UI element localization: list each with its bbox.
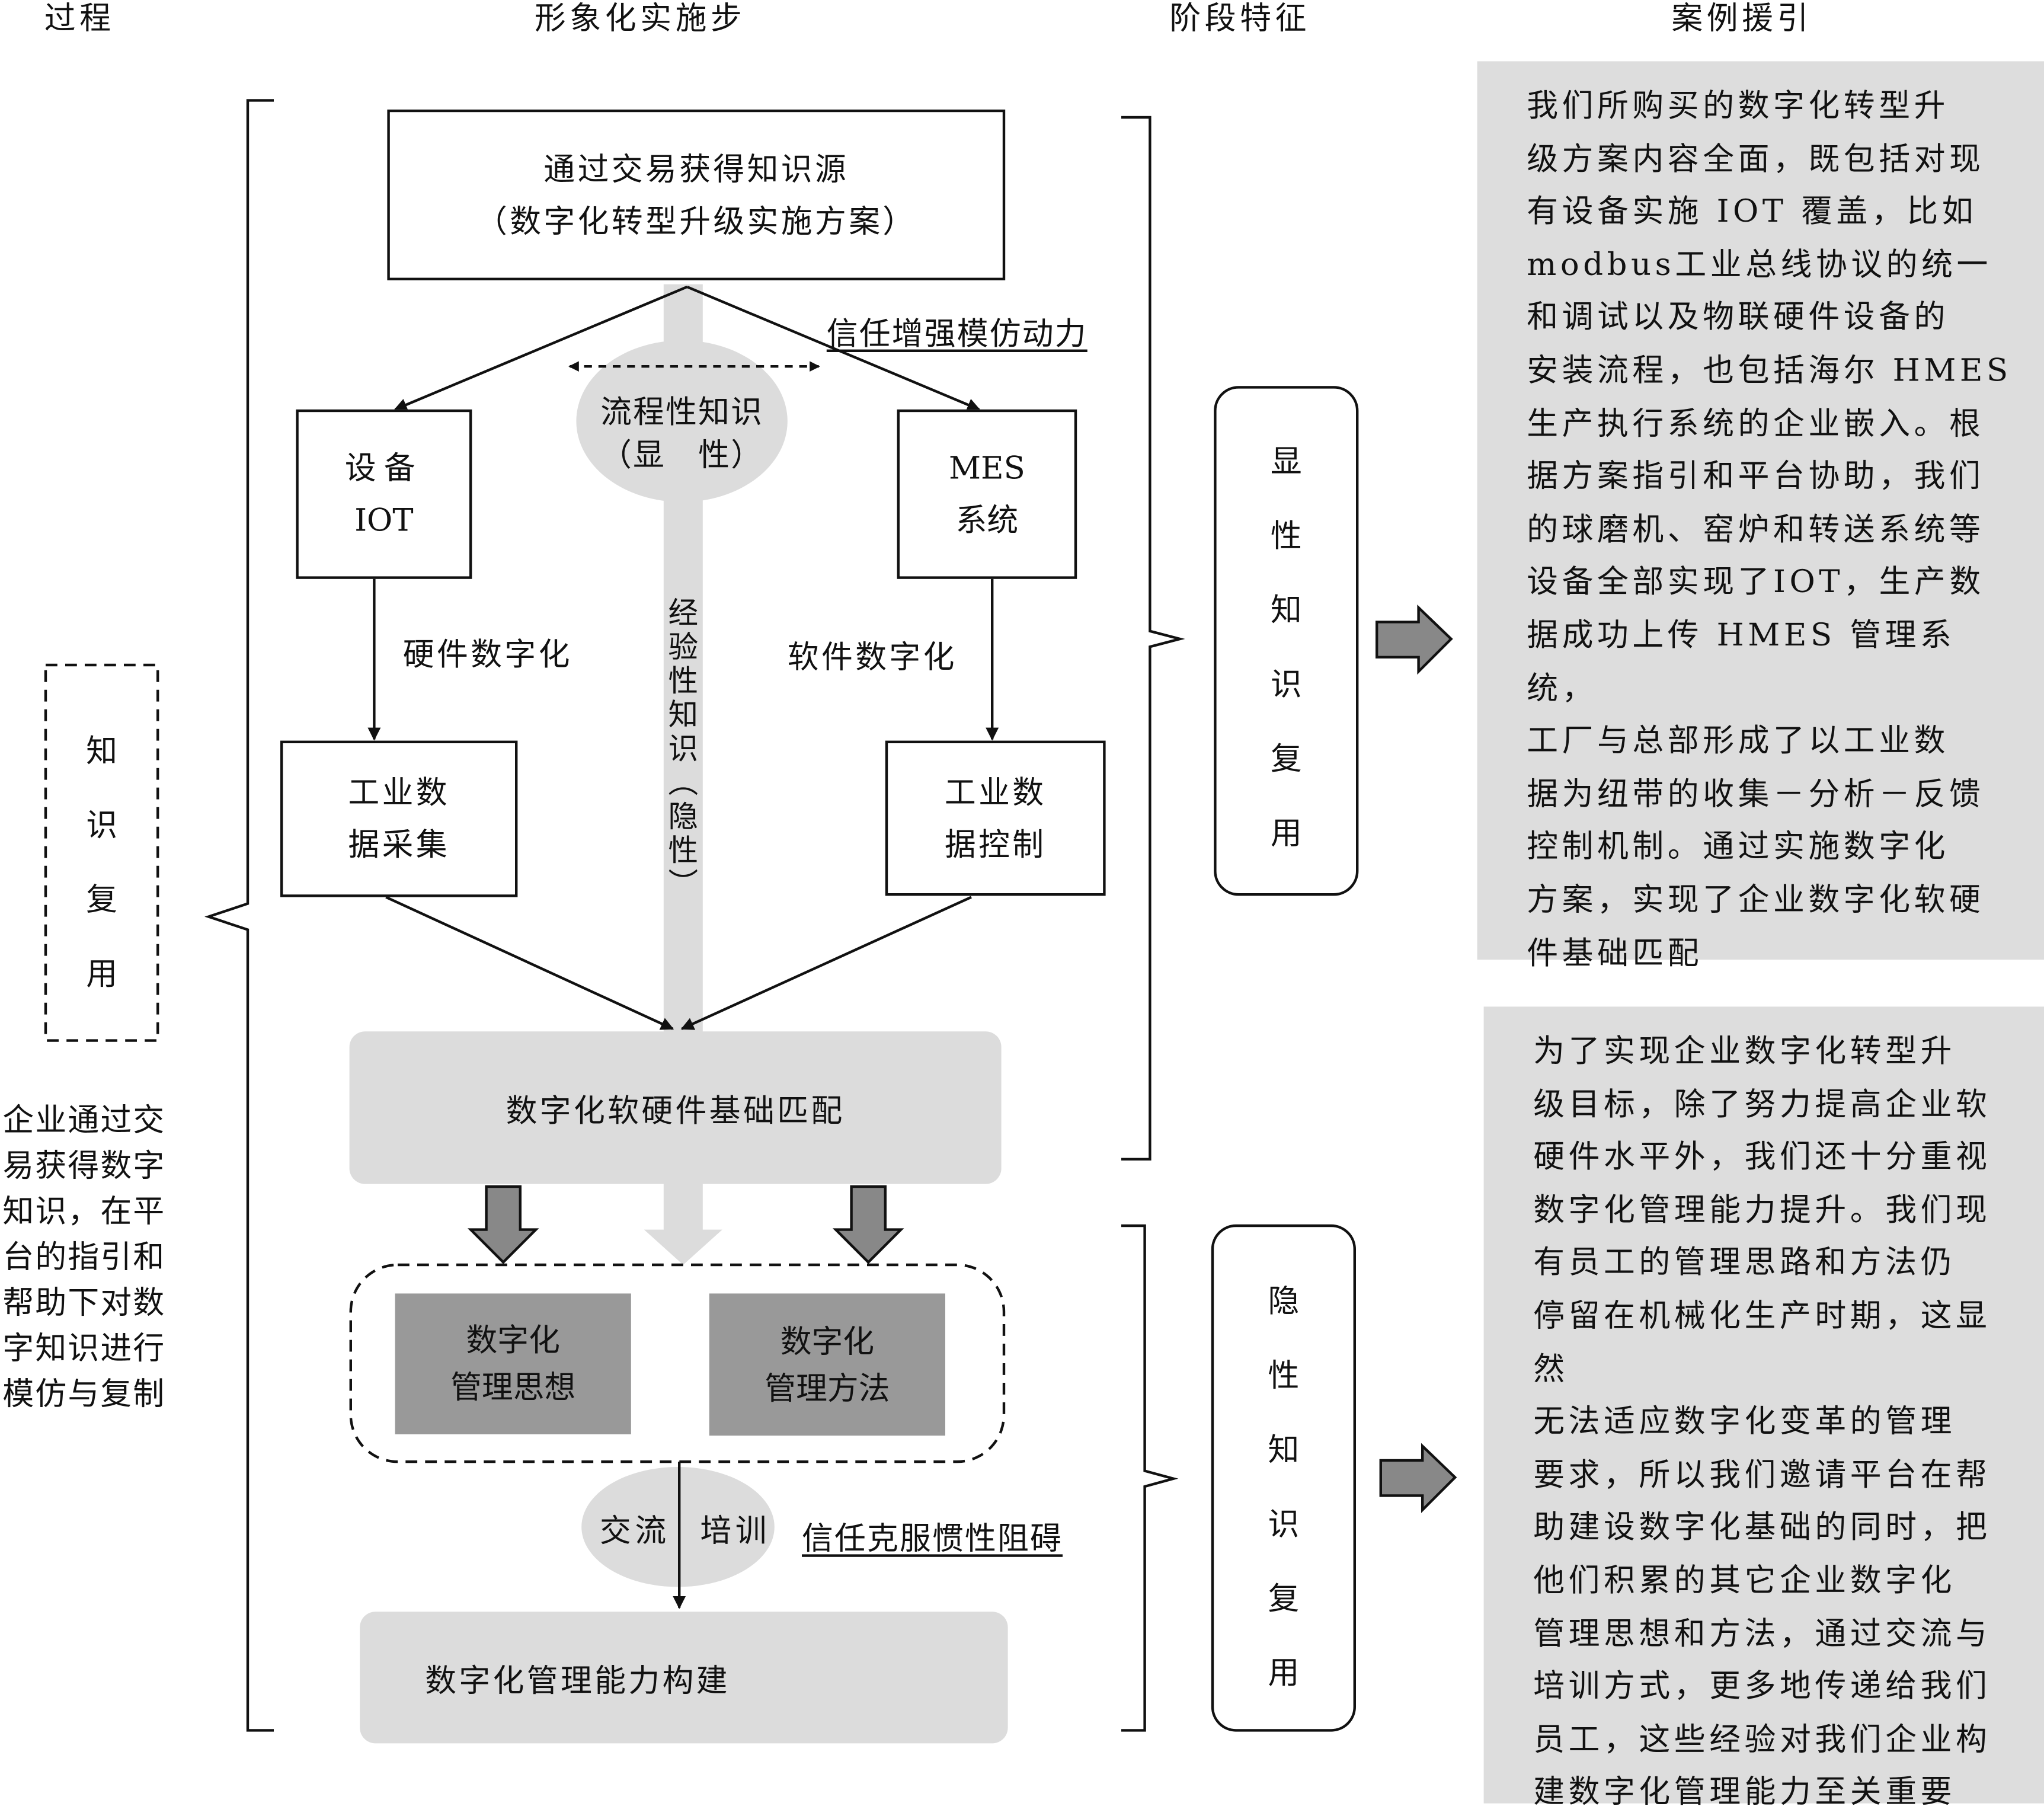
exchange-label: 交流	[600, 1513, 670, 1549]
block-arrow-right-lower	[1379, 1443, 1457, 1513]
tacit-char-5: 复	[1268, 1580, 1300, 1617]
right-brace-upper	[1121, 116, 1185, 1161]
exp-char-3: 性	[668, 665, 699, 699]
case-panel-2: 为了实现企业数字化转型升 级目标，除了努力提高企业软 硬件水平外，我们还十分重视…	[1483, 1006, 2044, 1810]
case-panel-1: 我们所购买的数字化转型升 级方案内容全面，既包括对现 有设备实施 IOT 覆盖，…	[1477, 61, 2044, 971]
tacit-char-6: 用	[1268, 1654, 1300, 1692]
process-knowledge-line2: （显 性）	[600, 437, 764, 474]
data-control-line1: 工业数	[944, 773, 1047, 811]
exp-char-2: 验	[668, 631, 699, 665]
explicit-reuse-label: 显 性 知 识 复 用	[1215, 425, 1357, 871]
base-match-box: 数字化软硬件基础匹配	[349, 1031, 1002, 1184]
mgmt-thought-line2: 管理思想	[450, 1369, 576, 1406]
block-arrow-right	[832, 1185, 904, 1264]
experience-band-arrowhead	[644, 1229, 722, 1265]
header-steps: 形象化实施步	[535, 0, 746, 37]
explicit-reuse-box	[1214, 386, 1359, 896]
experience-band-lower	[663, 1180, 703, 1232]
process-description: 企业通过交 易获得数字 知识，在平 台的指引和 帮助下对数 字知识进行 模仿与复…	[2, 1102, 166, 1412]
explicit-char-2: 性	[1270, 517, 1302, 554]
explicit-char-5: 复	[1270, 740, 1302, 778]
reuse-char-3: 复	[86, 881, 117, 918]
mes-system-line1: MES	[948, 450, 1025, 487]
hardware-digital-label: 硬件数字化	[402, 636, 572, 673]
arrow-control-to-base	[680, 896, 972, 1030]
process-knowledge-ellipse	[576, 340, 788, 502]
reuse-char-2: 识	[86, 807, 117, 844]
mes-system-line2: 系统	[955, 502, 1019, 539]
training-label: 培训	[700, 1513, 771, 1549]
exp-char-5: 识	[668, 733, 699, 767]
explicit-char-6: 用	[1270, 815, 1302, 852]
mes-system-box: MES 系统	[897, 409, 1077, 579]
knowledge-reuse-label: 知 识 复 用	[46, 715, 158, 1012]
exp-char-8: 性	[668, 835, 699, 869]
mgmt-capability-box: 数字化管理能力构建	[360, 1612, 1008, 1744]
data-control-line2: 据控制	[944, 826, 1047, 863]
block-arrow-left	[467, 1185, 539, 1264]
data-collection-line2: 据采集	[348, 826, 450, 864]
tacit-reuse-box	[1211, 1224, 1357, 1732]
right-brace-lower	[1121, 1224, 1179, 1732]
tacit-char-1: 隐	[1268, 1283, 1300, 1320]
exp-char-6: ︵	[668, 766, 699, 801]
data-collection-box: 工业数 据采集	[280, 740, 518, 897]
explicit-char-1: 显	[1270, 443, 1302, 480]
trust-enhance-label: 信任增强模仿动力	[826, 315, 1087, 352]
mgmt-dashed-group	[349, 1263, 1006, 1463]
tacit-char-3: 知	[1268, 1431, 1300, 1469]
data-control-box: 工业数 据控制	[885, 740, 1106, 896]
header-features: 阶段特征	[1169, 0, 1310, 37]
mgmt-method-line1: 数字化	[780, 1322, 875, 1360]
exp-char-7: 隐	[668, 800, 699, 835]
reuse-char-4: 用	[86, 955, 117, 993]
explicit-char-3: 知	[1270, 592, 1302, 629]
data-collection-line1: 工业数	[348, 774, 450, 811]
arrow-to-iot	[394, 285, 688, 411]
explicit-char-4: 识	[1270, 666, 1302, 703]
mgmt-thought-box: 数字化 管理思想	[395, 1293, 631, 1434]
reuse-char-1: 知	[86, 733, 117, 769]
tacit-char-4: 识	[1268, 1506, 1300, 1543]
tacit-reuse-label: 隐 性 知 识 复 用	[1213, 1265, 1355, 1711]
exp-char-1: 经	[668, 597, 699, 631]
software-digital-label: 软件数字化	[787, 639, 957, 676]
process-knowledge-label: 流程性知识 （显 性）	[594, 391, 769, 477]
experience-knowledge-label: 经 验 性 知 识 ︵ 隐 性 ︶	[665, 597, 702, 903]
mgmt-thought-line1: 数字化	[466, 1322, 560, 1359]
arrow-collection-to-base	[385, 896, 674, 1030]
header-cases: 案例援引	[1671, 0, 1812, 37]
header-process: 过程	[44, 0, 115, 37]
knowledge-source-line2: （数字化转型升级实施方案）	[476, 203, 917, 239]
exp-char-4: 知	[668, 699, 699, 733]
trust-overcome-label: 信任克服惯性阻碍	[802, 1520, 1063, 1557]
left-brace	[204, 99, 274, 1732]
exp-char-9: ︶	[668, 868, 699, 903]
process-knowledge-line1: 流程性知识	[600, 394, 764, 430]
knowledge-source-line1: 通过交易获得知识源	[543, 151, 849, 187]
device-iot-line2: IOT	[354, 502, 414, 539]
mgmt-method-line2: 管理方法	[764, 1370, 890, 1406]
device-iot-box: 设备 IOT	[296, 409, 472, 579]
knowledge-source-box: 通过交易获得知识源 （数字化转型升级实施方案）	[387, 109, 1006, 281]
tacit-char-2: 性	[1268, 1357, 1300, 1394]
block-arrow-right-upper	[1376, 605, 1453, 675]
arrow-to-mes	[686, 285, 981, 411]
knowledge-reuse-dashed-box	[44, 663, 159, 1042]
device-iot-line1: 设备	[344, 450, 423, 487]
mgmt-method-box: 数字化 管理方法	[709, 1293, 945, 1436]
